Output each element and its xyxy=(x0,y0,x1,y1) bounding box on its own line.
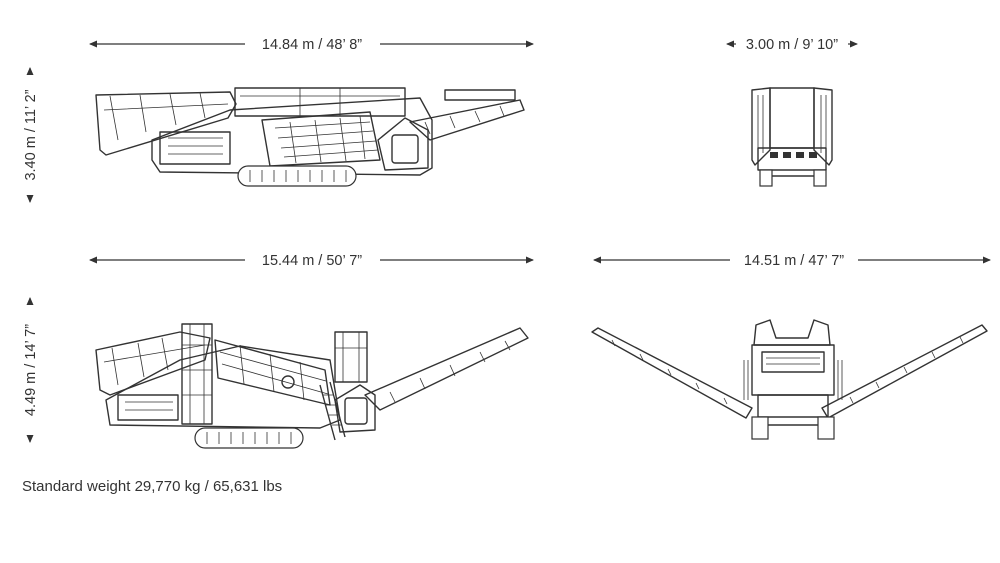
working-length-label: 15.44 m / 50’ 7” xyxy=(262,253,362,269)
transport-width-label: 3.00 m / 9’ 10” xyxy=(746,37,838,53)
working-width-dimension: 14.51 m / 47’ 7” xyxy=(593,253,991,269)
working-height-label: 4.49 m / 14’ 7” xyxy=(23,324,39,416)
transport-side-view xyxy=(95,87,525,187)
standard-weight: Standard weight 29,770 kg / 65,631 lbs xyxy=(22,478,283,495)
working-side-view xyxy=(95,323,529,449)
transport-end-view xyxy=(751,87,833,187)
working-height-dimension: 4.49 m / 14’ 7” xyxy=(23,297,39,443)
transport-length-label: 14.84 m / 48’ 8” xyxy=(262,37,362,53)
working-end-view xyxy=(591,319,988,440)
transport-width-dimension: 3.00 m / 9’ 10” xyxy=(726,37,858,53)
working-length-dimension: 15.44 m / 50’ 7” xyxy=(89,253,534,269)
transport-height-dimension: 3.40 m / 11’ 2” xyxy=(23,67,39,203)
working-width-label: 14.51 m / 47’ 7” xyxy=(744,253,844,269)
transport-height-label: 3.40 m / 11’ 2” xyxy=(23,89,39,180)
transport-length-dimension: 14.84 m / 48’ 8” xyxy=(89,37,534,53)
